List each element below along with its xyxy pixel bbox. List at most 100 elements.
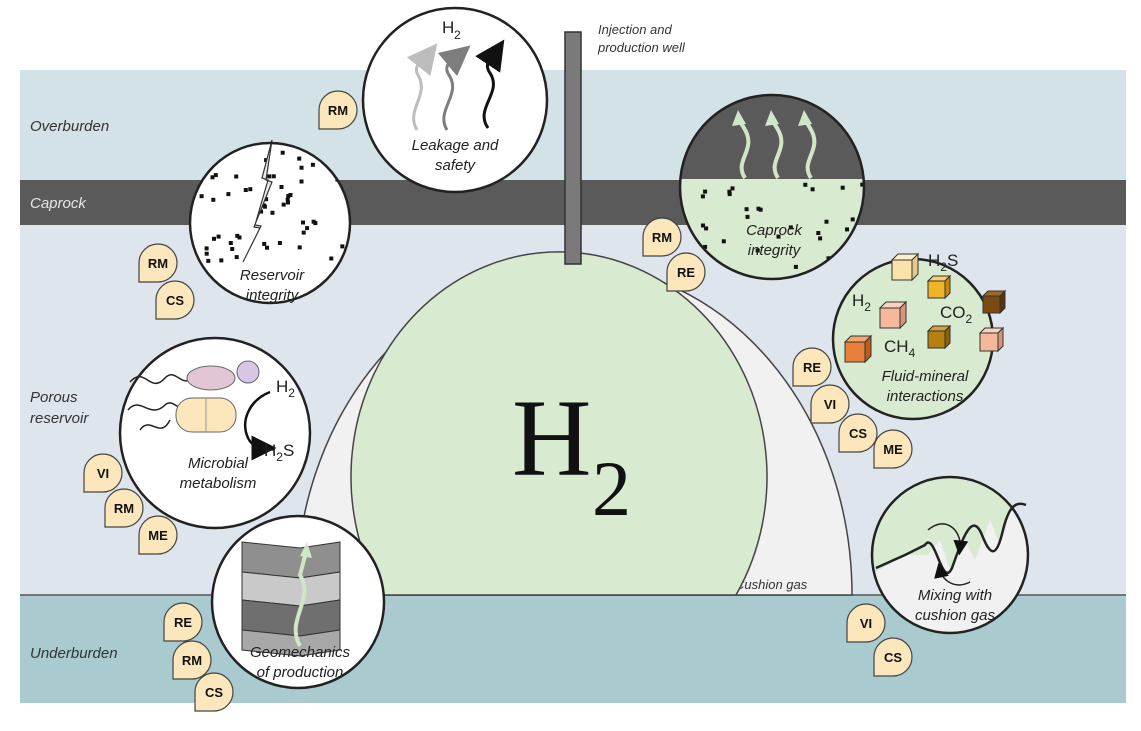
porous-reservoir-label-line2: reservoir <box>30 410 89 427</box>
method-tag-vi: VI <box>83 453 123 493</box>
method-tag-cs: CS <box>838 413 878 453</box>
leak-arrow-mid <box>437 45 471 131</box>
grain-dot <box>340 244 345 249</box>
fluid-mineral-circle: H2S H2 CO2 CH4 Fluid-mineral interaction… <box>831 251 1007 421</box>
production-arrow <box>293 551 308 647</box>
method-tag-label: CS <box>884 650 902 665</box>
microbe-purple-small <box>236 360 260 384</box>
method-tag-vi: VI <box>846 603 886 643</box>
leakage-gas-label: H <box>442 18 454 37</box>
grain-dot <box>265 245 269 250</box>
grain-dot <box>329 256 334 261</box>
grain-dot <box>280 150 285 155</box>
grain-dot <box>264 197 269 202</box>
grain-dot <box>234 255 239 260</box>
caprock-integrity-circle: Caprock integrity <box>678 93 866 281</box>
grain-dot <box>755 248 760 253</box>
grain-dot <box>850 217 855 222</box>
mixing-arrow <box>927 523 969 556</box>
leakage-label: Leakage and <box>412 137 499 154</box>
grain-dot <box>704 226 709 231</box>
mineral-cube <box>843 334 873 364</box>
leakage-gas-sub: 2 <box>454 28 461 42</box>
fluid-h2s-label: H2S <box>928 251 958 274</box>
microbe-flagella <box>127 402 181 411</box>
geomechanics-circle: Geomechanics of production <box>210 514 386 690</box>
grain-dot <box>776 234 781 239</box>
fluid-mineral-label: Fluid-mineral <box>882 368 969 385</box>
method-tag-me: ME <box>873 429 913 469</box>
grain-dot <box>727 189 732 194</box>
grain-dot <box>288 193 293 197</box>
grain-dot <box>216 234 221 239</box>
mineral-cube <box>926 324 952 350</box>
grain-dot <box>803 182 808 187</box>
microbial-label-line2: metabolism <box>180 475 257 492</box>
grain-dot <box>299 179 304 184</box>
grain-dot <box>271 174 276 179</box>
grain-dot <box>228 241 233 245</box>
geomechanics-label: Geomechanics <box>250 644 351 661</box>
grain-dot <box>756 206 761 211</box>
caprock-arrow-1 <box>736 116 751 180</box>
grain-dot <box>703 189 708 194</box>
microbial-h2-label: H2 <box>276 377 295 400</box>
grain-dot <box>210 175 215 180</box>
method-tag-label: VI <box>824 397 836 412</box>
grain-dot <box>262 241 267 246</box>
caprock-integrity-label: Caprock <box>746 222 803 239</box>
injection-production-well <box>564 31 582 265</box>
mixing-arrow <box>934 562 971 586</box>
method-tag-label: VI <box>860 616 872 631</box>
grain-dot <box>860 182 864 187</box>
well-label-line2: production well <box>597 40 686 55</box>
hydrogen-subscript: 2 <box>592 445 631 532</box>
reservoir-integrity-circle: Reservoir integrity <box>188 139 352 305</box>
mineral-cube <box>978 326 1005 353</box>
mineral-cube <box>878 300 908 330</box>
metabolism-arrow <box>244 390 277 461</box>
mineral-cube <box>926 274 952 300</box>
mineral-cube <box>981 289 1007 315</box>
method-tag-label: RE <box>803 360 821 375</box>
method-tag-label: RM <box>328 103 348 118</box>
method-tag-re: RE <box>163 602 203 642</box>
grain-dot <box>301 220 305 225</box>
leak-arrow-light <box>406 43 438 131</box>
method-tag-cs: CS <box>873 637 913 677</box>
method-tag-label: RE <box>174 615 192 630</box>
mixing-label: Mixing with <box>918 587 992 604</box>
grain-dot <box>211 197 216 202</box>
grain-dot <box>840 185 845 190</box>
grain-dot <box>243 188 248 192</box>
grain-dot <box>286 194 291 198</box>
grain-dot <box>226 192 231 197</box>
method-tag-rm: RM <box>172 640 212 680</box>
strata-band-4 <box>241 629 341 657</box>
fluid-h2-label: H2 <box>852 291 871 314</box>
method-tag-rm: RM <box>138 243 178 283</box>
grain-dot <box>845 227 849 232</box>
method-tag-label: RE <box>677 265 695 280</box>
grain-dot <box>262 203 267 208</box>
leak-arrow-dark <box>475 39 505 129</box>
grain-dot <box>277 241 282 245</box>
grain-dot <box>237 235 242 240</box>
grain-dot <box>824 219 829 224</box>
microbial-h2s-label: H2S <box>264 441 294 464</box>
mixing-interface <box>875 502 1027 575</box>
strata-band-3 <box>241 599 341 637</box>
method-tag-label: RM <box>148 256 168 271</box>
grain-dot <box>297 245 302 250</box>
fluid-co2-label: CO2 <box>940 303 973 326</box>
microbe-flagella <box>139 419 171 431</box>
grain-dot <box>279 185 284 189</box>
microbe-purple-large <box>186 365 236 391</box>
grain-dot <box>305 226 310 231</box>
grain-dot <box>204 251 209 256</box>
method-tag-rm: RM <box>318 90 358 130</box>
fracture <box>242 139 273 263</box>
grain-dot <box>204 246 209 251</box>
grain-dot <box>259 209 264 214</box>
